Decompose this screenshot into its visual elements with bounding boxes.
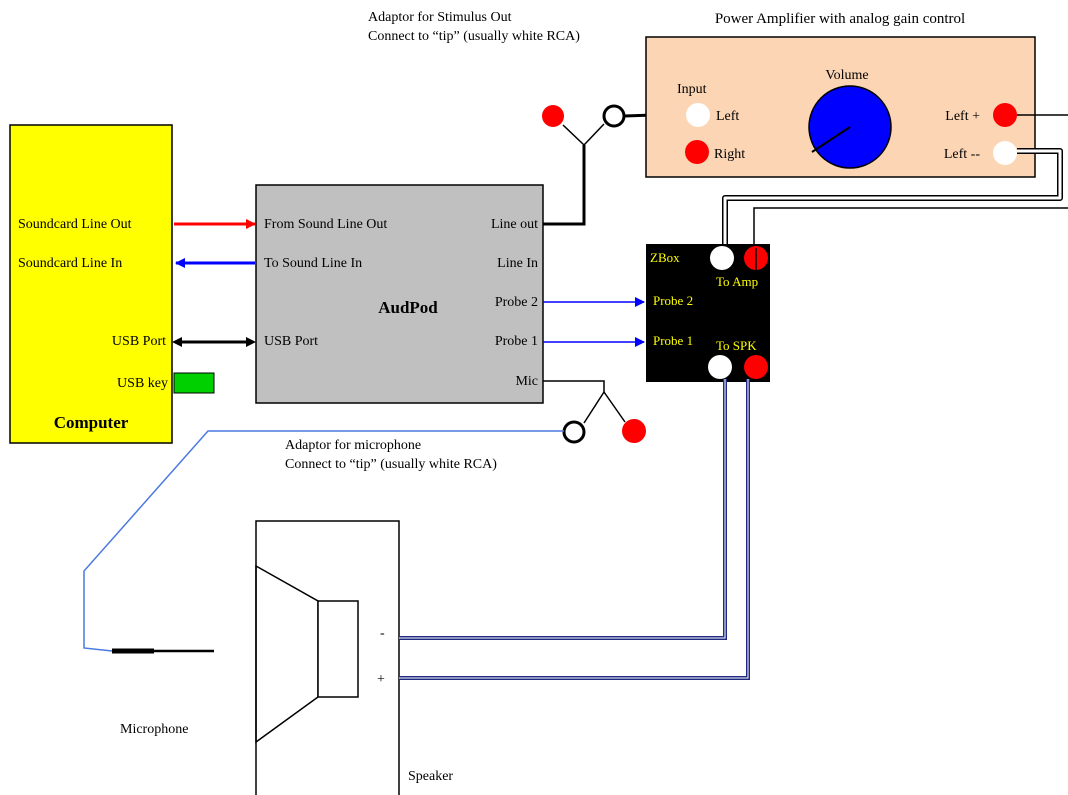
to-sound-line-in-label: To Sound Line In bbox=[264, 256, 362, 271]
computer-box: Soundcard Line Out Soundcard Line In USB… bbox=[9, 124, 173, 444]
zbox-to-amp-label: To Amp bbox=[716, 274, 758, 289]
line-in-label: Line In bbox=[497, 256, 538, 271]
audpod-title: AudPod bbox=[378, 298, 438, 317]
usb-double-arrow bbox=[172, 337, 256, 347]
amplifier-title: Power Amplifier with analog gain control bbox=[715, 11, 965, 27]
amp-left-plus-jack bbox=[993, 103, 1017, 127]
zbox-probe1-label: Probe 1 bbox=[653, 333, 693, 348]
mic-adaptor-title: Adaptor for microphone bbox=[285, 438, 421, 453]
mic-cable bbox=[83, 430, 564, 652]
soundcard-line-in-label: Soundcard Line In bbox=[18, 256, 122, 271]
zbox-spk-red-jack bbox=[744, 355, 768, 379]
amplifier-box: Input Left Right Volume Left + Left -- bbox=[645, 36, 1036, 178]
from-sound-line-out-label: From Sound Line Out bbox=[264, 217, 387, 232]
zbox: ZBox To Amp Probe 2 Probe 1 To SPK bbox=[646, 244, 770, 382]
line-out-label: Line out bbox=[491, 217, 538, 232]
stimulus-red-rca bbox=[542, 105, 564, 127]
speaker-minus-label: - bbox=[380, 626, 385, 641]
stimulus-y-adaptor bbox=[542, 104, 687, 226]
speaker-icon bbox=[255, 520, 400, 795]
mic-adaptor-note: Connect to “tip” (usually white RCA) bbox=[285, 457, 497, 472]
computer-usb-port-label: USB Port bbox=[112, 334, 166, 349]
stimulus-adaptor-note: Connect to “tip” (usually white RCA) bbox=[368, 29, 580, 44]
amp-right-label: Right bbox=[714, 147, 745, 162]
amp-to-zbox-cable bbox=[722, 148, 1063, 248]
amp-left-minus-jack bbox=[993, 141, 1017, 165]
zbox-probe2-label: Probe 2 bbox=[653, 293, 693, 308]
stimulus-adaptor-title: Adaptor for Stimulus Out bbox=[368, 10, 512, 25]
mic-y-adaptor bbox=[543, 380, 646, 444]
zbox-to-spk-label: To SPK bbox=[716, 338, 757, 353]
zbox-title: ZBox bbox=[650, 250, 680, 265]
speaker-minus-cable bbox=[399, 379, 727, 640]
volume-knob-pointer bbox=[811, 126, 851, 153]
mic-white-rca bbox=[562, 420, 586, 444]
speaker-plus-label: + bbox=[377, 672, 385, 687]
mic-red-rca bbox=[622, 419, 646, 443]
zbox-spk-white-jack bbox=[708, 355, 732, 379]
audpod-box: From Sound Line Out To Sound Line In USB… bbox=[255, 184, 544, 404]
soundcard-line-out-label: Soundcard Line Out bbox=[18, 217, 132, 232]
speaker-plus-cable bbox=[399, 379, 750, 680]
zbox-amp-white-jack bbox=[710, 246, 734, 270]
amp-left-minus-label: Left -- bbox=[944, 147, 980, 162]
speaker-label: Speaker bbox=[408, 769, 453, 784]
audpod-probe1-label: Probe 1 bbox=[495, 334, 538, 349]
stimulus-white-rca bbox=[602, 104, 626, 128]
audpod-probe2-label: Probe 2 bbox=[495, 295, 538, 310]
microphone-label: Microphone bbox=[120, 722, 188, 737]
amp-left-plus-label: Left + bbox=[945, 109, 980, 124]
amp-left-input-jack bbox=[686, 103, 710, 127]
mic-label: Mic bbox=[515, 374, 538, 389]
usb-key bbox=[173, 372, 215, 394]
audpod-usb-port-label: USB Port bbox=[264, 334, 318, 349]
amp-left-label: Left bbox=[716, 109, 739, 124]
volume-label: Volume bbox=[825, 68, 868, 83]
usb-key-label: USB key bbox=[117, 376, 168, 391]
computer-title: Computer bbox=[54, 413, 129, 432]
amp-to-zbox-red-wire bbox=[753, 207, 1068, 248]
amp-input-label: Input bbox=[677, 82, 707, 97]
amp-right-input-jack bbox=[685, 140, 709, 164]
